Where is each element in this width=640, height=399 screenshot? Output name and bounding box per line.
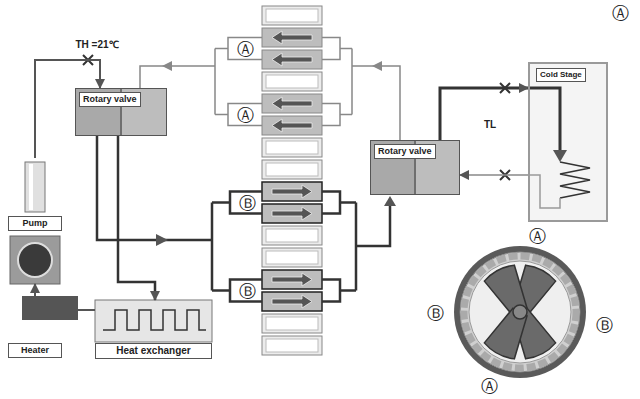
heater-block [22, 296, 78, 320]
return-piping [140, 38, 400, 141]
heat-exchanger: Heat exchanger [95, 300, 212, 360]
callout-letter: Ⓑ [427, 305, 444, 322]
heat-exchanger-coil [103, 310, 206, 330]
supply-piping [97, 136, 390, 302]
rotary-valve: Rotary valve [370, 140, 460, 195]
flow-arrow [384, 196, 396, 206]
pump-rotor [18, 243, 52, 277]
callout-letter: Ⓐ [481, 378, 498, 395]
cold-stage-coil [560, 162, 590, 198]
cold-stage-return [528, 175, 560, 208]
node-label: Heat exchanger [95, 343, 212, 359]
flow-line [118, 136, 155, 300]
node-label: Cold Stage [536, 68, 586, 82]
cold-stage-ground [528, 62, 608, 222]
node-label: Rotary valve [374, 144, 436, 159]
pump-body [10, 236, 60, 284]
callout-letter: Ⓑ [239, 282, 256, 299]
heat-exchanger-core [95, 300, 212, 342]
callout-letter: Ⓐ [237, 40, 254, 57]
flow-arrow [553, 150, 567, 162]
cold-stage-flow [528, 88, 560, 150]
node-label: Pump [8, 216, 62, 231]
callout-letter: Ⓐ [612, 5, 629, 22]
temperature-label: TH =21℃ [74, 39, 119, 51]
temperature-label: TL [483, 119, 497, 131]
flow-line [460, 174, 528, 176]
rotary-valve: Rotary valve [75, 88, 167, 136]
rotary-valve-disc [454, 246, 586, 378]
node-label: Rotary valve [79, 92, 141, 107]
regenerator-beds [262, 6, 322, 355]
flow-line [440, 88, 528, 140]
flow-line [78, 309, 95, 311]
callout-letter: Ⓑ [239, 194, 256, 211]
heater: Heater [8, 296, 78, 358]
flow-arrow [156, 234, 168, 246]
flow-line [34, 284, 36, 296]
pump: Pump [8, 158, 62, 284]
pump-cylinder-shine [29, 164, 33, 210]
pump-cylinder [25, 162, 45, 212]
callout-letter: Ⓑ [596, 317, 613, 334]
callout-letter: Ⓐ [529, 228, 546, 245]
callout-letter: Ⓐ [237, 106, 254, 123]
node-label: Heater [8, 343, 62, 358]
flow-arrow [162, 61, 172, 71]
flow-arrow [372, 61, 382, 71]
bed-flow-arrows [272, 31, 312, 308]
cold-stage: Cold Stage [528, 62, 608, 222]
